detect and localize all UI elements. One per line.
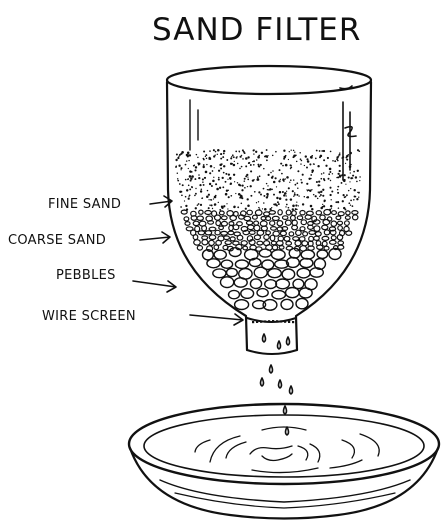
- arrow-wire-screen: [190, 314, 243, 325]
- coarse-sand-layer: [181, 210, 358, 252]
- label-coarse-sand: COARSE SAND: [8, 233, 106, 248]
- label-fine-sand: FINE SAND: [48, 197, 121, 212]
- label-pebbles: PEBBLES: [56, 268, 116, 283]
- collecting-bowl: [129, 404, 439, 519]
- water-drops: [261, 334, 293, 435]
- label-wire-screen: WIRE SCREEN: [42, 309, 136, 324]
- arrow-coarse-sand: [140, 232, 170, 243]
- arrow-pebbles: [133, 281, 176, 292]
- fine-sand-layer: [175, 149, 361, 211]
- diagram-title: SAND FILTER: [152, 12, 361, 48]
